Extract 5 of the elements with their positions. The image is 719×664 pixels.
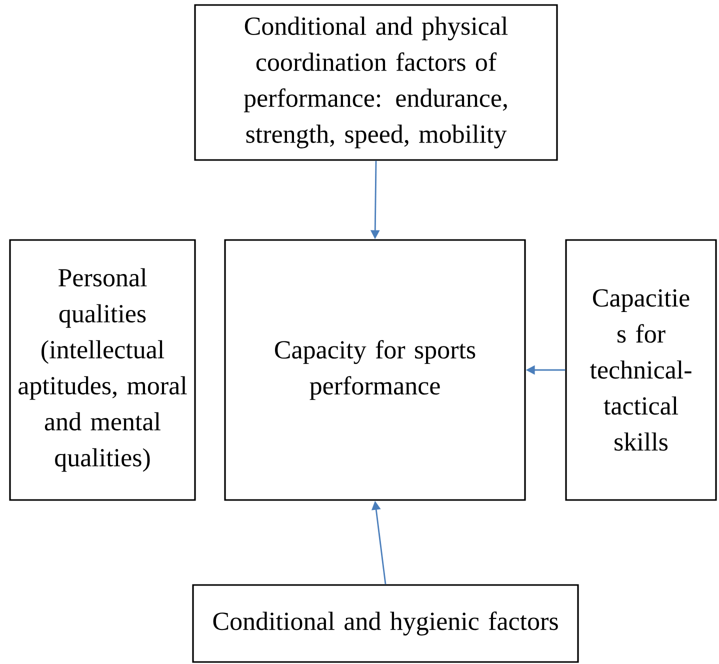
- text-box: Conditional and physical coordination factors of performance: endurance, strength, speed, mobility: [194, 4, 558, 161]
- text-box: Personal qualities (intellectual aptitudes, moral and mental qualities): [9, 239, 196, 501]
- text-box: Conditional and hygienic factors: [192, 584, 579, 663]
- text-box: Capacitie s for technical- tactical skills: [565, 239, 717, 501]
- text-box: Capacity for sports performance: [224, 239, 526, 501]
